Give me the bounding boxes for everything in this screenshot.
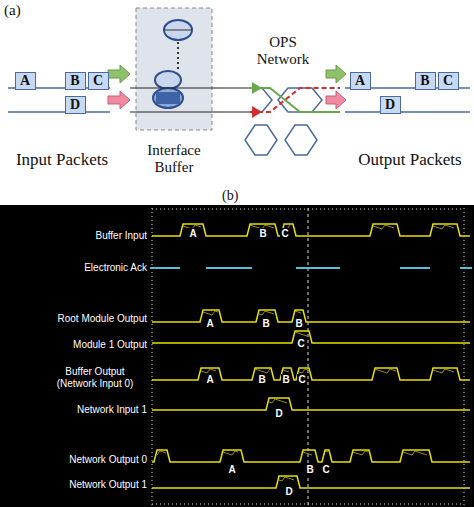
packet-box: A xyxy=(15,72,36,90)
signal-name: Network Input 1 xyxy=(77,404,147,416)
packet-label: D xyxy=(385,97,395,113)
pulse-letter: D xyxy=(274,408,283,420)
pulse-letter: C xyxy=(296,338,305,350)
pulse-letter: B xyxy=(281,374,290,386)
packet-box: C xyxy=(88,72,109,90)
packet-box: D xyxy=(380,96,401,114)
signal-name: Buffer Input xyxy=(95,230,147,242)
packet-box: C xyxy=(438,72,459,90)
signal-name: Network Output 0 xyxy=(69,454,147,466)
pulse-letter: B xyxy=(294,318,303,330)
packet-box: D xyxy=(65,96,86,114)
packet-label: A xyxy=(20,73,30,89)
pulse-letter: B xyxy=(258,228,267,240)
packet-label: C xyxy=(93,73,103,89)
packet-box: B xyxy=(65,72,86,90)
pulse-letter: A xyxy=(205,318,214,330)
packet-label: A xyxy=(355,73,365,89)
signal-name: Root Module Output xyxy=(58,313,148,325)
caption-label: Input Packets xyxy=(16,150,108,170)
signal-name: Electronic Ack xyxy=(84,262,147,274)
caption-label: (b) xyxy=(222,188,238,204)
caption-label: OPS Network xyxy=(248,34,318,69)
packet-label: C xyxy=(443,73,453,89)
pulse-letter: A xyxy=(227,464,236,476)
pulse-letter: C xyxy=(297,374,306,386)
packet-label: B xyxy=(70,73,79,89)
packet-label: B xyxy=(420,73,429,89)
pulse-letter: C xyxy=(321,464,330,476)
caption-label: Output Packets xyxy=(358,150,461,170)
pulse-letter: B xyxy=(257,374,266,386)
pulse-letter: B xyxy=(305,464,314,476)
pulse-letter: A xyxy=(205,374,214,386)
pulse-letter: A xyxy=(188,228,197,240)
pulse-letter: B xyxy=(261,318,270,330)
pulse-letter: C xyxy=(280,228,289,240)
caption-label: Interface Buffer xyxy=(139,142,209,177)
signal-name: Buffer Output (Network Input 0) xyxy=(45,366,145,389)
packet-box: A xyxy=(350,72,371,90)
signal-name: Module 1 Output xyxy=(73,339,147,351)
packet-box: B xyxy=(415,72,436,90)
caption-label: (a) xyxy=(4,2,21,19)
packet-label: D xyxy=(70,97,80,113)
signal-name: Network Output 1 xyxy=(69,479,147,491)
pulse-letter: D xyxy=(284,486,293,498)
